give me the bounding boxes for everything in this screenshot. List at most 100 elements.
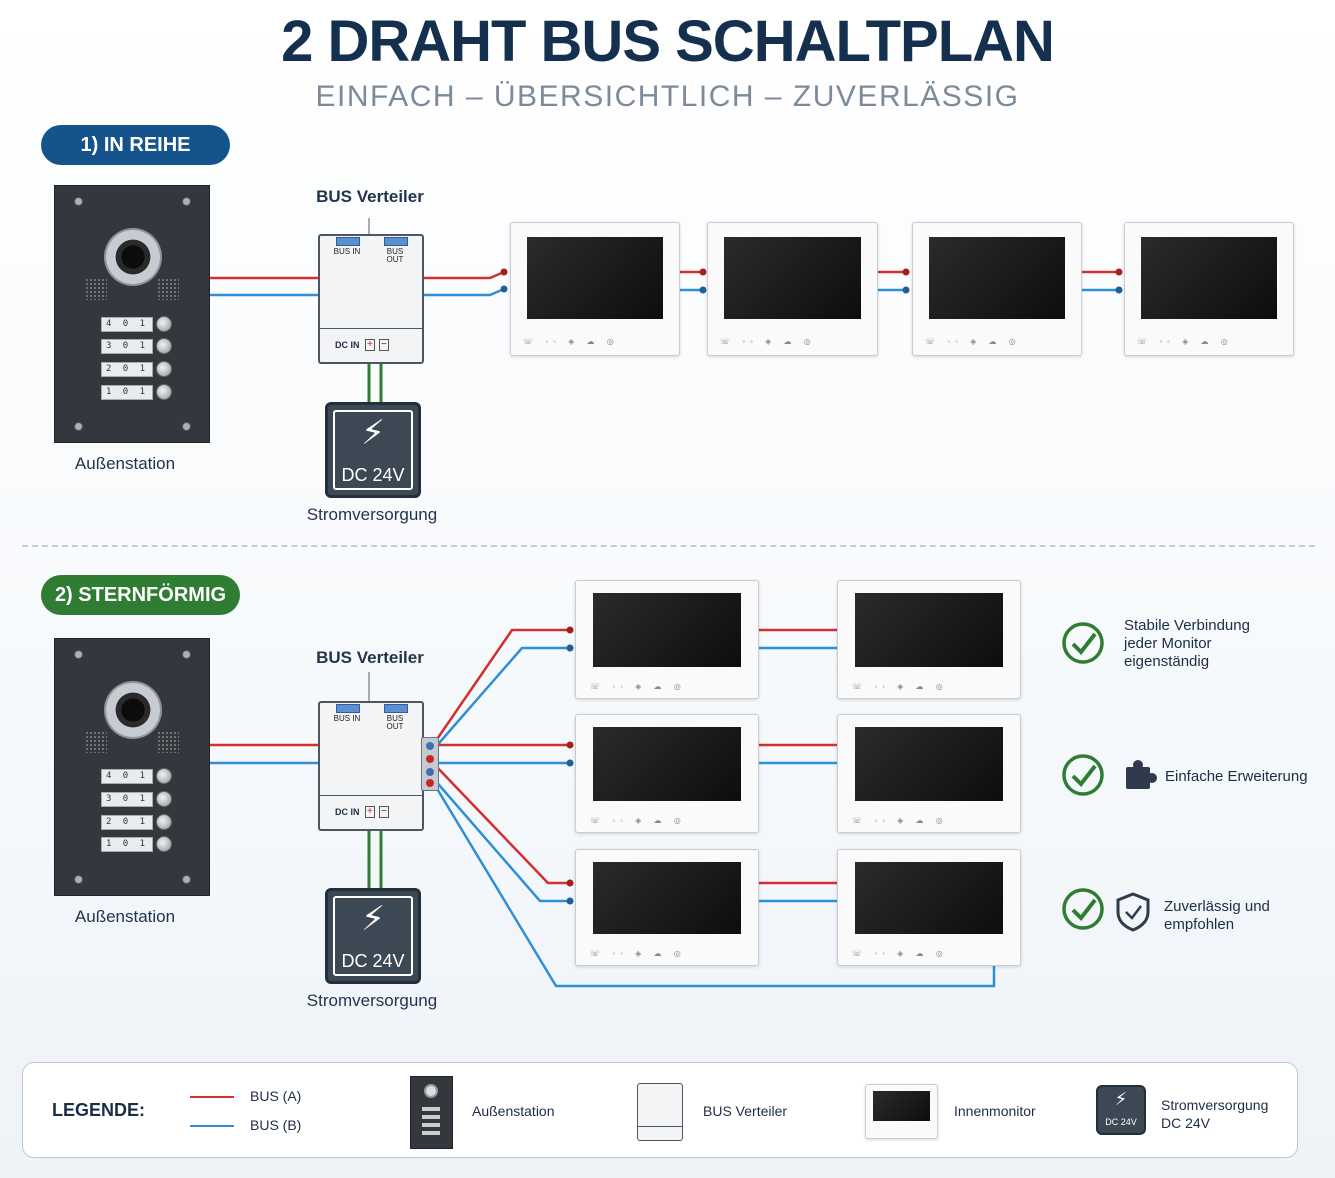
indoor-monitor: ☏ ◦◦ ◈ ☁ ◎ xyxy=(837,849,1021,966)
power-supply-label: Stromversorgung xyxy=(306,505,438,524)
indoor-monitor: ☏ ◦◦ ◈ ☁ ◎ xyxy=(1124,222,1294,356)
camera-icon xyxy=(424,1084,438,1098)
indoor-monitor: ☏ ◦◦ ◈ ☁ ◎ xyxy=(707,222,878,356)
name-plate: 3 0 1 xyxy=(101,339,153,354)
plate-icon xyxy=(422,1131,440,1135)
monitor-buttons: ☏ ◦◦ ◈ ☁ ◎ xyxy=(720,337,816,346)
screw-icon xyxy=(182,875,191,884)
legend-power-label: Stromversorgung DC 24V xyxy=(1161,1096,1268,1132)
monitor-buttons: ☏ ◦◦ ◈ ☁ ◎ xyxy=(852,816,948,825)
feature-stable-connection: Stabile Verbindung jeder Monitor eigenst… xyxy=(1124,617,1314,671)
speaker-grill-icon xyxy=(85,731,107,753)
plate-icon xyxy=(422,1115,440,1119)
monitor-buttons: ☏ ◦◦ ◈ ☁ ◎ xyxy=(523,337,619,346)
terminal-block-icon xyxy=(336,704,360,713)
terminal-screw-icon xyxy=(426,755,434,763)
screw-icon xyxy=(182,422,191,431)
screw-icon xyxy=(74,650,83,659)
speaker-grill-icon xyxy=(85,278,107,300)
plus-terminal-icon: + xyxy=(365,339,375,351)
screw-icon xyxy=(182,197,191,206)
dc-in-label: DC IN xyxy=(335,807,360,817)
feature-text: eigenständig xyxy=(1124,653,1210,670)
screw-icon xyxy=(182,650,191,659)
legend-distributor-icon xyxy=(637,1083,683,1141)
plate-icon xyxy=(422,1123,440,1127)
terminal-screw-icon xyxy=(426,742,434,750)
camera-icon xyxy=(106,683,160,737)
feature-reliable: Zuverlässig und empfohlen xyxy=(1164,898,1314,934)
name-plate: 2 0 1 xyxy=(101,362,153,377)
bell-button[interactable] xyxy=(156,338,172,354)
distributor-divider xyxy=(320,328,422,329)
monitor-screen xyxy=(593,593,741,667)
terminal-block-icon xyxy=(384,704,408,713)
psu-voltage: DC 24V xyxy=(341,465,405,485)
screw-icon xyxy=(74,197,83,206)
monitor-buttons: ☏ ◦◦ ◈ ☁ ◎ xyxy=(590,949,686,958)
feature-text: empfohlen xyxy=(1164,916,1235,933)
bus-out-label: BUS OUT xyxy=(386,714,404,731)
outdoor-station-label: Außenstation xyxy=(74,907,176,926)
indoor-monitor: ☏ ◦◦ ◈ ☁ ◎ xyxy=(575,714,759,833)
legend: LEGENDE: BUS (A) BUS (B) Außenstation BU… xyxy=(22,1062,1298,1158)
bell-button[interactable] xyxy=(156,768,172,784)
feature-text: Stabile Verbindung xyxy=(1124,617,1250,634)
indoor-monitor: ☏ ◦◦ ◈ ☁ ◎ xyxy=(510,222,680,356)
section-divider xyxy=(22,545,1315,547)
monitor-buttons: ☏ ◦◦ ◈ ☁ ◎ xyxy=(1137,337,1233,346)
bus-in-label: BUS IN xyxy=(333,714,361,723)
legend-bus-a-label: BUS (A) xyxy=(250,1088,302,1104)
monitor-screen xyxy=(855,862,1003,934)
legend-monitor-label: Innenmonitor xyxy=(954,1103,1036,1119)
monitor-buttons: ☏ ◦◦ ◈ ☁ ◎ xyxy=(590,816,686,825)
outdoor-station: 4 0 1 3 0 1 2 0 1 1 0 1 xyxy=(54,638,210,896)
section-label-series: 1) IN REIHE xyxy=(41,125,230,165)
legend-title: LEGENDE: xyxy=(52,1100,146,1120)
monitor-buttons: ☏ ◦◦ ◈ ☁ ◎ xyxy=(852,682,948,691)
terminal-screw-icon xyxy=(426,768,434,776)
legend-station-label: Außenstation xyxy=(472,1103,555,1119)
bus-distributor-label: BUS Verteiler xyxy=(316,648,424,667)
plus-terminal-icon: + xyxy=(365,806,375,818)
bell-button[interactable] xyxy=(156,814,172,830)
legend-bus-b-label: BUS (B) xyxy=(250,1117,302,1133)
legend-distributor-label: BUS Verteiler xyxy=(703,1103,788,1119)
bell-button[interactable] xyxy=(156,384,172,400)
monitor-buttons: ☏ ◦◦ ◈ ☁ ◎ xyxy=(852,949,948,958)
camera-icon xyxy=(106,230,160,284)
monitor-buttons: ☏ ◦◦ ◈ ☁ ◎ xyxy=(925,337,1021,346)
page-title: 2 DRAHT BUS SCHALTPLAN xyxy=(281,9,1055,74)
indoor-monitor: ☏ ◦◦ ◈ ☁ ◎ xyxy=(575,849,759,966)
bell-button[interactable] xyxy=(156,361,172,377)
legend-psu-icon: ⚡ DC 24V xyxy=(1096,1085,1146,1135)
minus-terminal-icon: − xyxy=(379,806,389,818)
terminal-screw-icon xyxy=(426,779,434,787)
indoor-monitor: ☏ ◦◦ ◈ ☁ ◎ xyxy=(837,580,1021,699)
name-plate: 1 0 1 xyxy=(101,837,153,852)
outdoor-station: 4 0 1 3 0 1 2 0 1 1 0 1 xyxy=(54,185,210,443)
page-subtitle: EINFACH – ÜBERSICHTLICH – ZUVERLÄSSIG xyxy=(315,80,1020,113)
bell-button[interactable] xyxy=(156,836,172,852)
monitor-screen xyxy=(929,237,1065,319)
lightning-icon: ⚡ xyxy=(361,900,385,938)
outdoor-station-label: Außenstation xyxy=(74,454,176,473)
power-supply: ⚡ DC 24V xyxy=(325,402,421,498)
distributor-divider xyxy=(320,795,422,796)
bell-button[interactable] xyxy=(156,316,172,332)
minus-terminal-icon: − xyxy=(379,339,389,351)
indoor-monitor: ☏ ◦◦ ◈ ☁ ◎ xyxy=(575,580,759,699)
legend-monitor-icon xyxy=(865,1084,938,1139)
speaker-grill-icon xyxy=(157,731,179,753)
indoor-monitor: ☏ ◦◦ ◈ ☁ ◎ xyxy=(912,222,1082,356)
power-supply: ⚡ DC 24V xyxy=(325,888,421,984)
legend-bus-a-line xyxy=(190,1096,234,1098)
name-plate: 4 0 1 xyxy=(101,317,153,332)
monitor-screen xyxy=(593,727,741,801)
monitor-screen xyxy=(855,593,1003,667)
bell-button[interactable] xyxy=(156,791,172,807)
screw-icon xyxy=(74,422,83,431)
legend-station-icon xyxy=(410,1076,453,1149)
name-plate: 2 0 1 xyxy=(101,815,153,830)
